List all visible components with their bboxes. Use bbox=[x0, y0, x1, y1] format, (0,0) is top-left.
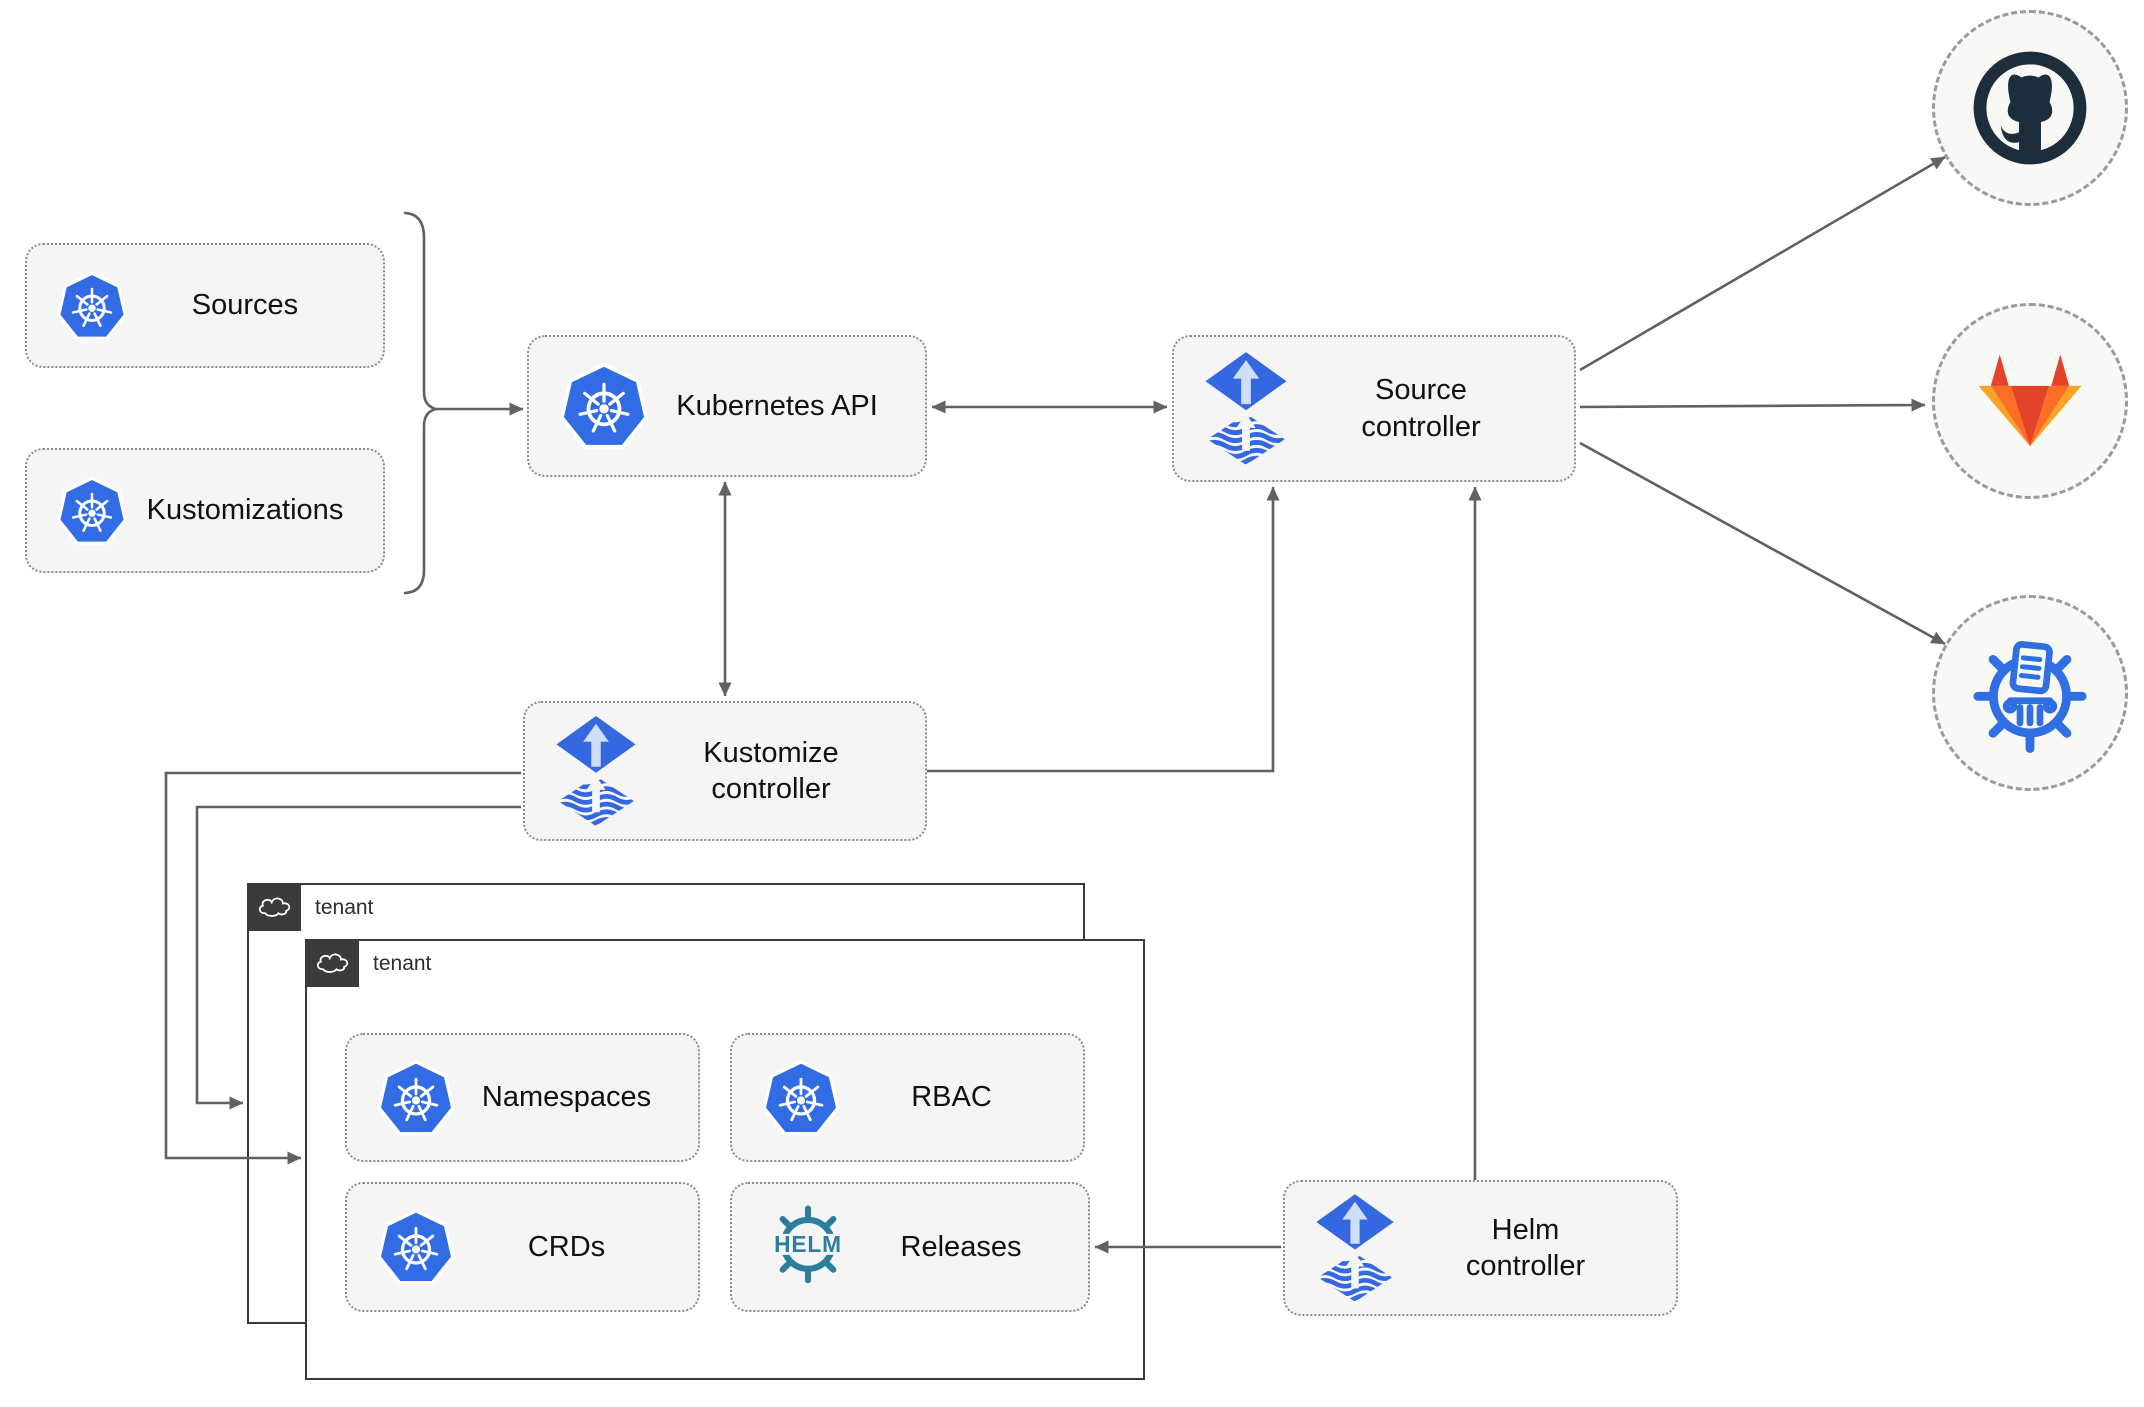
node-label: Namespaces bbox=[481, 1081, 652, 1114]
arrow-source-to-gitlab bbox=[1579, 398, 1926, 412]
node-label: Kubernetes API bbox=[676, 389, 878, 422]
flux-icon bbox=[553, 716, 639, 826]
node-crds: CRDs bbox=[345, 1182, 700, 1312]
helm-logo-text: HELM bbox=[774, 1231, 842, 1257]
external-target-gitlab bbox=[1932, 303, 2128, 499]
kubernetes-icon bbox=[375, 1206, 457, 1288]
external-target-helm-repository bbox=[1932, 595, 2128, 791]
node-rbac: RBAC bbox=[730, 1033, 1085, 1162]
node-source-controller: Source controller bbox=[1172, 335, 1576, 482]
node-kubernetes-api: Kubernetes API bbox=[527, 335, 927, 477]
flux-icon bbox=[1202, 352, 1290, 465]
brace-sources-group bbox=[403, 211, 437, 595]
node-helm-controller: Helm controller bbox=[1283, 1180, 1678, 1316]
kubernetes-icon bbox=[760, 1057, 842, 1139]
flux-icon bbox=[1313, 1194, 1397, 1302]
tenant-label: tenant bbox=[315, 896, 374, 919]
tenant-tab bbox=[247, 883, 301, 931]
node-label: Source controller bbox=[1361, 374, 1481, 443]
kubernetes-icon bbox=[375, 1057, 457, 1139]
node-releases: HELM Releases bbox=[730, 1182, 1090, 1312]
node-label: Kustomize controller bbox=[703, 736, 839, 805]
node-sources: Sources bbox=[25, 243, 385, 368]
node-label: Releases bbox=[900, 1230, 1022, 1263]
tenant-label: tenant bbox=[373, 952, 432, 975]
kubernetes-icon bbox=[55, 474, 129, 548]
node-kustomizations: Kustomizations bbox=[25, 448, 385, 573]
github-icon bbox=[1969, 47, 2091, 169]
tenant-tab bbox=[305, 939, 359, 987]
arrow-source-to-helm-repository bbox=[1579, 441, 1946, 646]
external-target-github bbox=[1932, 10, 2128, 206]
kubernetes-icon bbox=[557, 359, 651, 453]
helm-repository-icon bbox=[1969, 632, 2091, 754]
helm-icon: HELM bbox=[760, 1199, 856, 1295]
cloud-icon bbox=[258, 897, 291, 917]
node-label: Helm controller bbox=[1465, 1213, 1586, 1282]
cloud-icon bbox=[316, 953, 349, 973]
arrow-kustomize-to-source-controller bbox=[927, 486, 1280, 773]
node-label: Kustomizations bbox=[146, 494, 344, 527]
node-kustomize-controller: Kustomize controller bbox=[523, 701, 927, 841]
gitlab-icon bbox=[1978, 353, 2082, 446]
node-label: CRDs bbox=[527, 1230, 606, 1263]
arrow-source-to-github bbox=[1579, 155, 1946, 372]
node-label: Sources bbox=[191, 289, 299, 322]
kubernetes-icon bbox=[55, 269, 129, 343]
node-namespaces: Namespaces bbox=[345, 1033, 700, 1162]
node-label: RBAC bbox=[911, 1081, 992, 1114]
